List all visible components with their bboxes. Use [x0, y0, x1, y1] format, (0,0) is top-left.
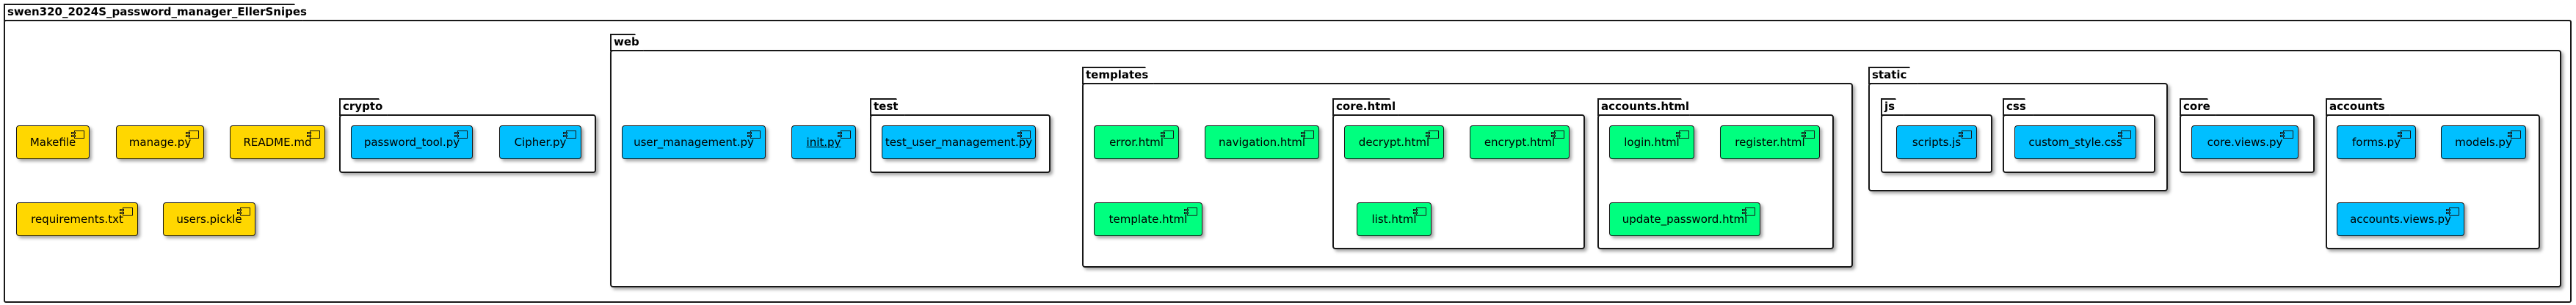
component-label: template.html [1109, 213, 1188, 226]
component-label: manage.py [128, 136, 192, 149]
component-label: test_user_management.py [885, 136, 1033, 149]
component-icon [1161, 131, 1174, 139]
component-icon [1742, 207, 1755, 216]
component-icon [2118, 131, 2131, 139]
component-test-user-management-py[interactable]: test_user_management.py [882, 125, 1036, 159]
component-icon [1301, 131, 1314, 139]
component-icon [1413, 207, 1426, 216]
component-icon [1802, 131, 1815, 139]
component-label: accounts.views.py [2350, 213, 2451, 226]
package-core-label: core [2183, 100, 2210, 113]
package-crypto-label: crypto [343, 100, 383, 113]
component-register-html[interactable]: register.html [1720, 125, 1820, 159]
component-icon [454, 131, 468, 139]
component-label: update_password.html [1622, 213, 1748, 226]
component-label: custom_style.css [2028, 136, 2122, 149]
component-icon [747, 131, 761, 139]
component-label: password_tool.py [363, 136, 460, 149]
component-label: models.py [2455, 136, 2512, 149]
component-icon [1426, 131, 1439, 139]
component-icon [120, 207, 133, 216]
component-label: core.views.py [2207, 136, 2283, 149]
component-label: user_management.py [634, 136, 754, 149]
component-icon [237, 207, 250, 216]
package-root-tab [4, 4, 303, 21]
component-icon [186, 131, 199, 139]
component-label: forms.py [2352, 136, 2401, 149]
component-models-py[interactable]: models.py [2441, 125, 2526, 159]
component-label: scripts.js [1912, 136, 1962, 149]
component-icon [1676, 131, 1689, 139]
component-login-html[interactable]: login.html [1609, 125, 1694, 159]
package-crypto-tab [339, 98, 388, 116]
component-icon [307, 131, 320, 139]
component-core-views-py[interactable]: core.views.py [2191, 125, 2299, 159]
component-scripts-js[interactable]: scripts.js [1896, 125, 1977, 159]
package-templates-label: templates [1086, 68, 1149, 81]
component-accounts-views-py[interactable]: accounts.views.py [2337, 202, 2464, 236]
component-icon [2398, 131, 2411, 139]
component-icon [71, 131, 84, 139]
component-user-management-py[interactable]: user_management.py [622, 125, 766, 159]
component-label: error.html [1109, 136, 1164, 149]
package-core-html-tab [1332, 98, 1398, 116]
package-templates-tab [1082, 67, 1154, 84]
component-users-pickle[interactable]: users.pickle [163, 202, 255, 236]
component-label: Cipher.py [514, 136, 567, 149]
component-icon [2280, 131, 2293, 139]
component-icon [838, 131, 851, 139]
component-navigation-html[interactable]: navigation.html [1205, 125, 1319, 159]
component-label: register.html [1735, 136, 1805, 149]
package-accounts-tab [2326, 98, 2390, 116]
component-encrypt-html[interactable]: encrypt.html [1470, 125, 1570, 159]
component-label: users.pickle [176, 213, 242, 226]
component-icon [563, 131, 576, 139]
component-icon [1551, 131, 1564, 139]
component-decrypt-html[interactable]: decrypt.html [1344, 125, 1444, 159]
component-template-html[interactable]: template.html [1094, 202, 1202, 236]
component-readme-md[interactable]: README.md [230, 125, 325, 159]
component-icon [1959, 131, 1972, 139]
package-css-tab [2003, 98, 2033, 116]
package-accounts-label: accounts [2329, 100, 2385, 113]
package-css-label: css [2006, 100, 2026, 113]
component-list-html[interactable]: list.html [1357, 202, 1432, 236]
component-password-tool-py[interactable]: password_tool.py [351, 125, 473, 159]
component-makefile[interactable]: Makefile [16, 125, 90, 159]
component-init-py[interactable]: init.py [791, 125, 856, 159]
component-manage-py[interactable]: manage.py [116, 125, 204, 159]
component-icon [2508, 131, 2521, 139]
component-label: README.md [243, 136, 312, 149]
component-forms-py[interactable]: forms.py [2337, 125, 2416, 159]
package-static-tab [1868, 67, 1918, 84]
package-web-label: web [614, 35, 639, 48]
component-label: decrypt.html [1358, 136, 1430, 149]
component-label: Makefile [29, 136, 76, 149]
package-static-label: static [1872, 68, 1907, 81]
component-requirements-txt[interactable]: requirements.txt [16, 202, 138, 236]
package-accounts-html-label: accounts.html [1601, 100, 1689, 113]
component-custom-style-css[interactable]: custom_style.css [2014, 125, 2136, 159]
component-update-password-html[interactable]: update_password.html [1609, 202, 1760, 236]
component-icon [1184, 207, 1197, 216]
package-test-label: test [874, 100, 899, 113]
component-error-html[interactable]: error.html [1094, 125, 1179, 159]
component-icon [1017, 131, 1031, 139]
component-label: navigation.html [1218, 136, 1306, 149]
component-label: list.html [1371, 213, 1417, 226]
component-cipher-py[interactable]: Cipher.py [499, 125, 581, 159]
component-label: requirements.txt [31, 213, 123, 226]
component-label: encrypt.html [1484, 136, 1556, 149]
component-label: init.py [806, 136, 841, 149]
component-icon [2446, 207, 2459, 216]
component-label: login.html [1624, 136, 1680, 149]
package-js-label: js [1884, 100, 1895, 113]
package-core-html-label: core.html [1336, 100, 1396, 113]
package-accounts-html-tab [1597, 98, 1690, 116]
package-root-label: swen320_2024S_password_manager_EllerSnip… [7, 5, 307, 18]
